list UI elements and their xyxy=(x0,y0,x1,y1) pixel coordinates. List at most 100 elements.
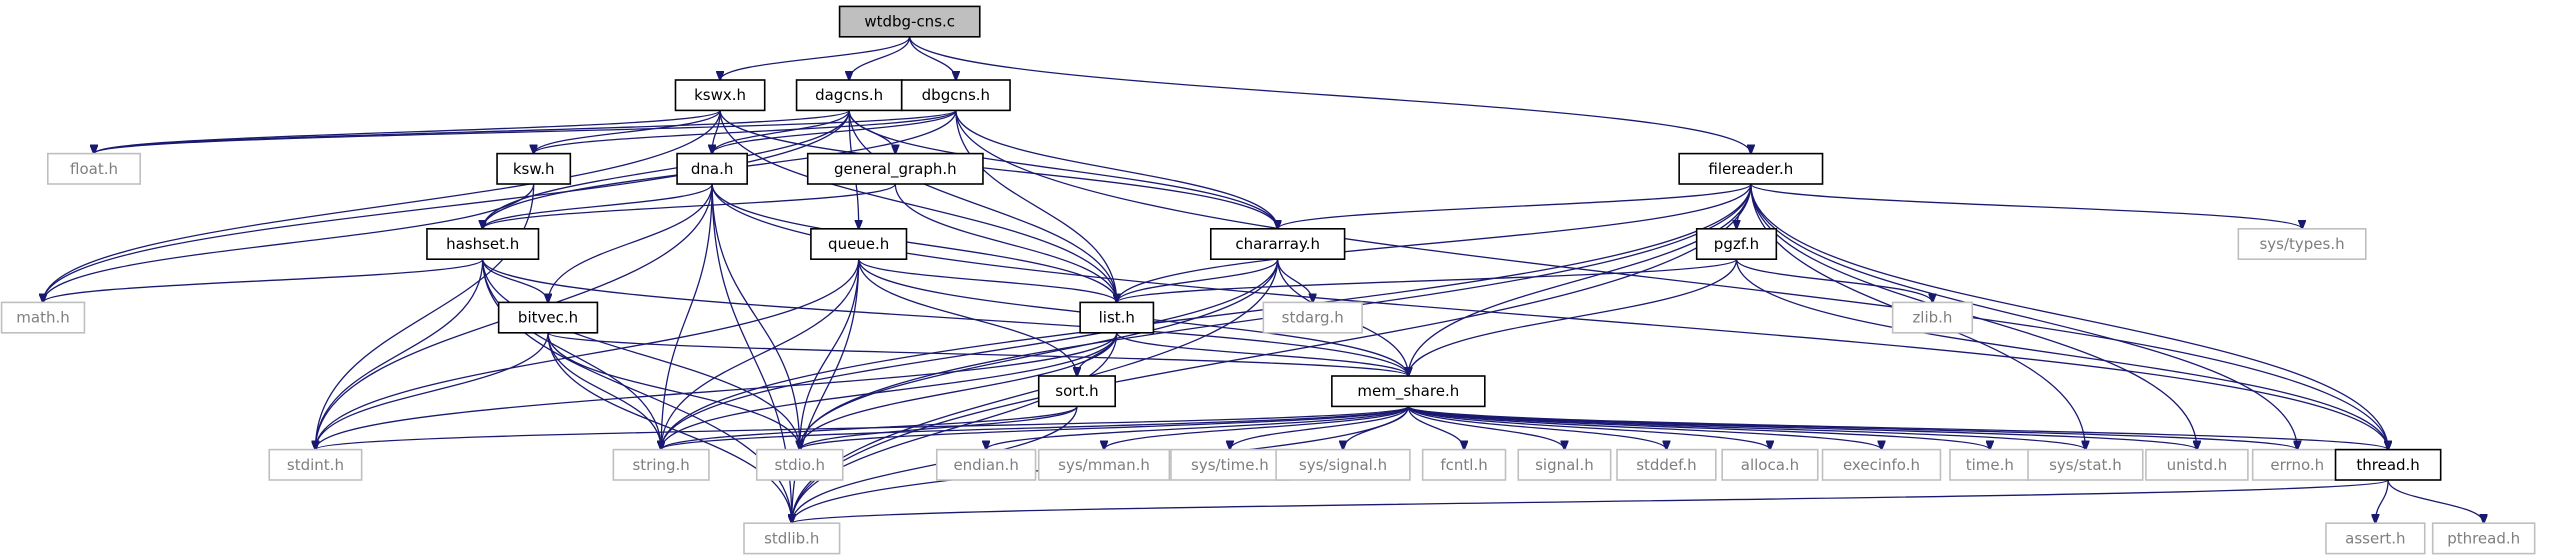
edge-pgzf-h-to-thread-h xyxy=(1735,259,2389,449)
edge-bitvec-h-to-stdint-h xyxy=(315,332,549,450)
node-errno-h: errno.h xyxy=(2251,448,2343,481)
edge-mem-share-h-to-alloca-h xyxy=(1407,405,1770,449)
node-math-h: math.h xyxy=(0,301,86,334)
node-pgzf-h[interactable]: pgzf.h xyxy=(1695,228,1778,261)
node-assert-h: assert.h xyxy=(2325,522,2426,555)
edge-list-h-to-mem-share-h xyxy=(1116,332,1409,376)
edge-mem-share-h-to-execinfo-h xyxy=(1407,405,1881,449)
node-mem-share-h[interactable]: mem_share.h xyxy=(1331,375,1486,408)
edge-dagcns-h-to-list-h xyxy=(848,110,1117,302)
node-box-fcntl-h xyxy=(1421,448,1507,481)
edge-dbgcns-h-to-thread-h xyxy=(955,110,2388,449)
edge-mem-share-h-to-sys-stat-h xyxy=(1407,405,2085,449)
node-box-alloca-h xyxy=(1721,448,1819,481)
node-box-pgzf-h xyxy=(1695,228,1778,261)
edge-ksw-h-to-math-h xyxy=(43,183,535,302)
edge-queue-h-to-list-h xyxy=(858,258,1117,302)
edge-filereader-h-to-thread-h xyxy=(1750,183,2388,450)
edge-queue-h-to-stdlib-h xyxy=(792,259,860,523)
edge-mem-share-h-to-string-h xyxy=(661,405,1409,449)
node-box-stddef-h xyxy=(1616,448,1717,481)
nodes-layer: wtdbg-cns.c kswx.h dagcns.h dbgcns.h filerea… xyxy=(0,5,2536,555)
edge-mem-share-h-to-fcntl-h xyxy=(1407,406,1464,449)
node-label-filereader-h: filereader.h xyxy=(1708,160,1793,178)
node-kswx-h[interactable]: kswx.h xyxy=(674,79,766,112)
node-box-sys-types-h xyxy=(2237,228,2367,261)
edge-queue-h-to-stdio-h xyxy=(800,259,860,449)
node-box-time-h xyxy=(1949,448,2031,481)
node-label-wtdbg-cns-c: wtdbg-cns.c xyxy=(864,13,955,31)
edge-pgzf-h-to-zlib-h xyxy=(1735,258,1933,302)
node-label-bitvec-h: bitvec.h xyxy=(518,309,578,327)
node-box-assert-h xyxy=(2325,522,2426,555)
edge-dagcns-h-to-chararray-h xyxy=(848,110,1278,228)
edge-dna-h-to-hashset-h xyxy=(483,183,713,229)
edge-mem-share-h-to-unistd-h xyxy=(1407,405,2197,449)
node-unistd-h: unistd.h xyxy=(2145,448,2249,481)
node-stddef-h: stddef.h xyxy=(1616,448,1717,481)
node-filereader-h[interactable]: filereader.h xyxy=(1678,152,1824,185)
node-label-pthread-h: pthread.h xyxy=(2447,529,2520,547)
edge-hashset-h-to-string-h xyxy=(482,259,661,449)
edge-pgzf-h-to-mem-share-h xyxy=(1408,259,1738,376)
node-box-pthread-h xyxy=(2431,522,2536,555)
node-box-sys-time-h xyxy=(1170,448,1290,481)
edge-mem-share-h-to-stddef-h xyxy=(1407,406,1666,449)
node-label-sys-stat-h: sys/stat.h xyxy=(2049,456,2122,474)
node-box-list-h xyxy=(1079,301,1155,334)
edge-hashset-h-to-math-h xyxy=(43,258,484,302)
edge-bitvec-h-to-stdlib-h xyxy=(547,332,792,523)
node-dagcns-h[interactable]: dagcns.h xyxy=(795,79,903,112)
node-label-pgzf-h: pgzf.h xyxy=(1714,235,1759,253)
node-box-execinfo-h xyxy=(1821,448,1942,481)
edge-queue-h-to-stdint-h xyxy=(315,259,860,449)
node-ksw-h[interactable]: ksw.h xyxy=(496,152,572,185)
node-label-stdio-h: stdio.h xyxy=(774,456,825,474)
node-label-kswx-h: kswx.h xyxy=(694,86,746,104)
node-wtdbg-cns-c[interactable]: wtdbg-cns.c xyxy=(838,5,981,38)
node-box-string-h xyxy=(612,448,710,481)
node-dbgcns-h[interactable]: dbgcns.h xyxy=(900,79,1011,112)
edge-filereader-h-to-chararray-h xyxy=(1278,183,1752,229)
edge-filereader-h-to-sys-types-h xyxy=(1750,183,2302,229)
edge-hashset-h-to-bitvec-h xyxy=(482,259,548,302)
node-hashset-h[interactable]: hashset.h xyxy=(426,228,540,261)
node-queue-h[interactable]: queue.h xyxy=(810,228,908,261)
node-box-chararray-h xyxy=(1209,228,1346,261)
node-box-dagcns-h xyxy=(795,79,903,112)
node-thread-h[interactable]: thread.h xyxy=(2334,448,2442,481)
node-sys-signal-h: sys/signal.h xyxy=(1275,448,1411,481)
node-box-zlib-h xyxy=(1891,301,1974,334)
node-bitvec-h[interactable]: bitvec.h xyxy=(497,301,599,334)
edge-filereader-h-to-unistd-h xyxy=(1750,183,2197,450)
node-stdio-h: stdio.h xyxy=(755,448,844,481)
edge-mem-share-h-to-stdint-h xyxy=(315,405,1409,449)
edge-dna-h-to-bitvec-h xyxy=(548,183,713,302)
node-box-bitvec-h xyxy=(497,301,599,334)
edge-list-h-to-string-h xyxy=(661,332,1118,450)
node-label-execinfo-h: execinfo.h xyxy=(1843,456,1920,474)
node-string-h: string.h xyxy=(612,448,710,481)
node-label-dbgcns-h: dbgcns.h xyxy=(922,86,990,104)
node-label-queue-h: queue.h xyxy=(828,235,889,253)
edge-queue-h-to-sort-h xyxy=(858,259,1077,376)
node-dna-h[interactable]: dna.h xyxy=(676,152,748,185)
edge-mem-share-h-to-sys-signal-h xyxy=(1343,406,1409,449)
node-label-alloca-h: alloca.h xyxy=(1741,456,1799,474)
node-label-dna-h: dna.h xyxy=(691,160,734,178)
node-label-general-graph-h: general_graph.h xyxy=(834,160,957,179)
node-sort-h[interactable]: sort.h xyxy=(1037,375,1116,408)
edge-queue-h-to-string-h xyxy=(661,259,860,449)
edge-kswx-h-to-float-h xyxy=(94,109,721,153)
edge-mem-share-h-to-thread-h xyxy=(1407,405,2388,449)
edge-mem-share-h-to-signal-h xyxy=(1407,406,1564,449)
node-chararray-h[interactable]: chararray.h xyxy=(1209,228,1346,261)
edge-filereader-h-to-mem-share-h xyxy=(1408,183,1752,376)
node-label-stddef-h: stddef.h xyxy=(1636,456,1696,474)
node-float-h: float.h xyxy=(46,152,141,185)
edge-mem-share-h-to-stdio-h xyxy=(800,405,1409,449)
edge-kswx-h-to-ksw-h xyxy=(534,110,721,153)
edge-dbgcns-h-to-chararray-h xyxy=(955,110,1278,228)
node-general-graph-h[interactable]: general_graph.h xyxy=(806,152,984,185)
node-list-h[interactable]: list.h xyxy=(1079,301,1155,334)
